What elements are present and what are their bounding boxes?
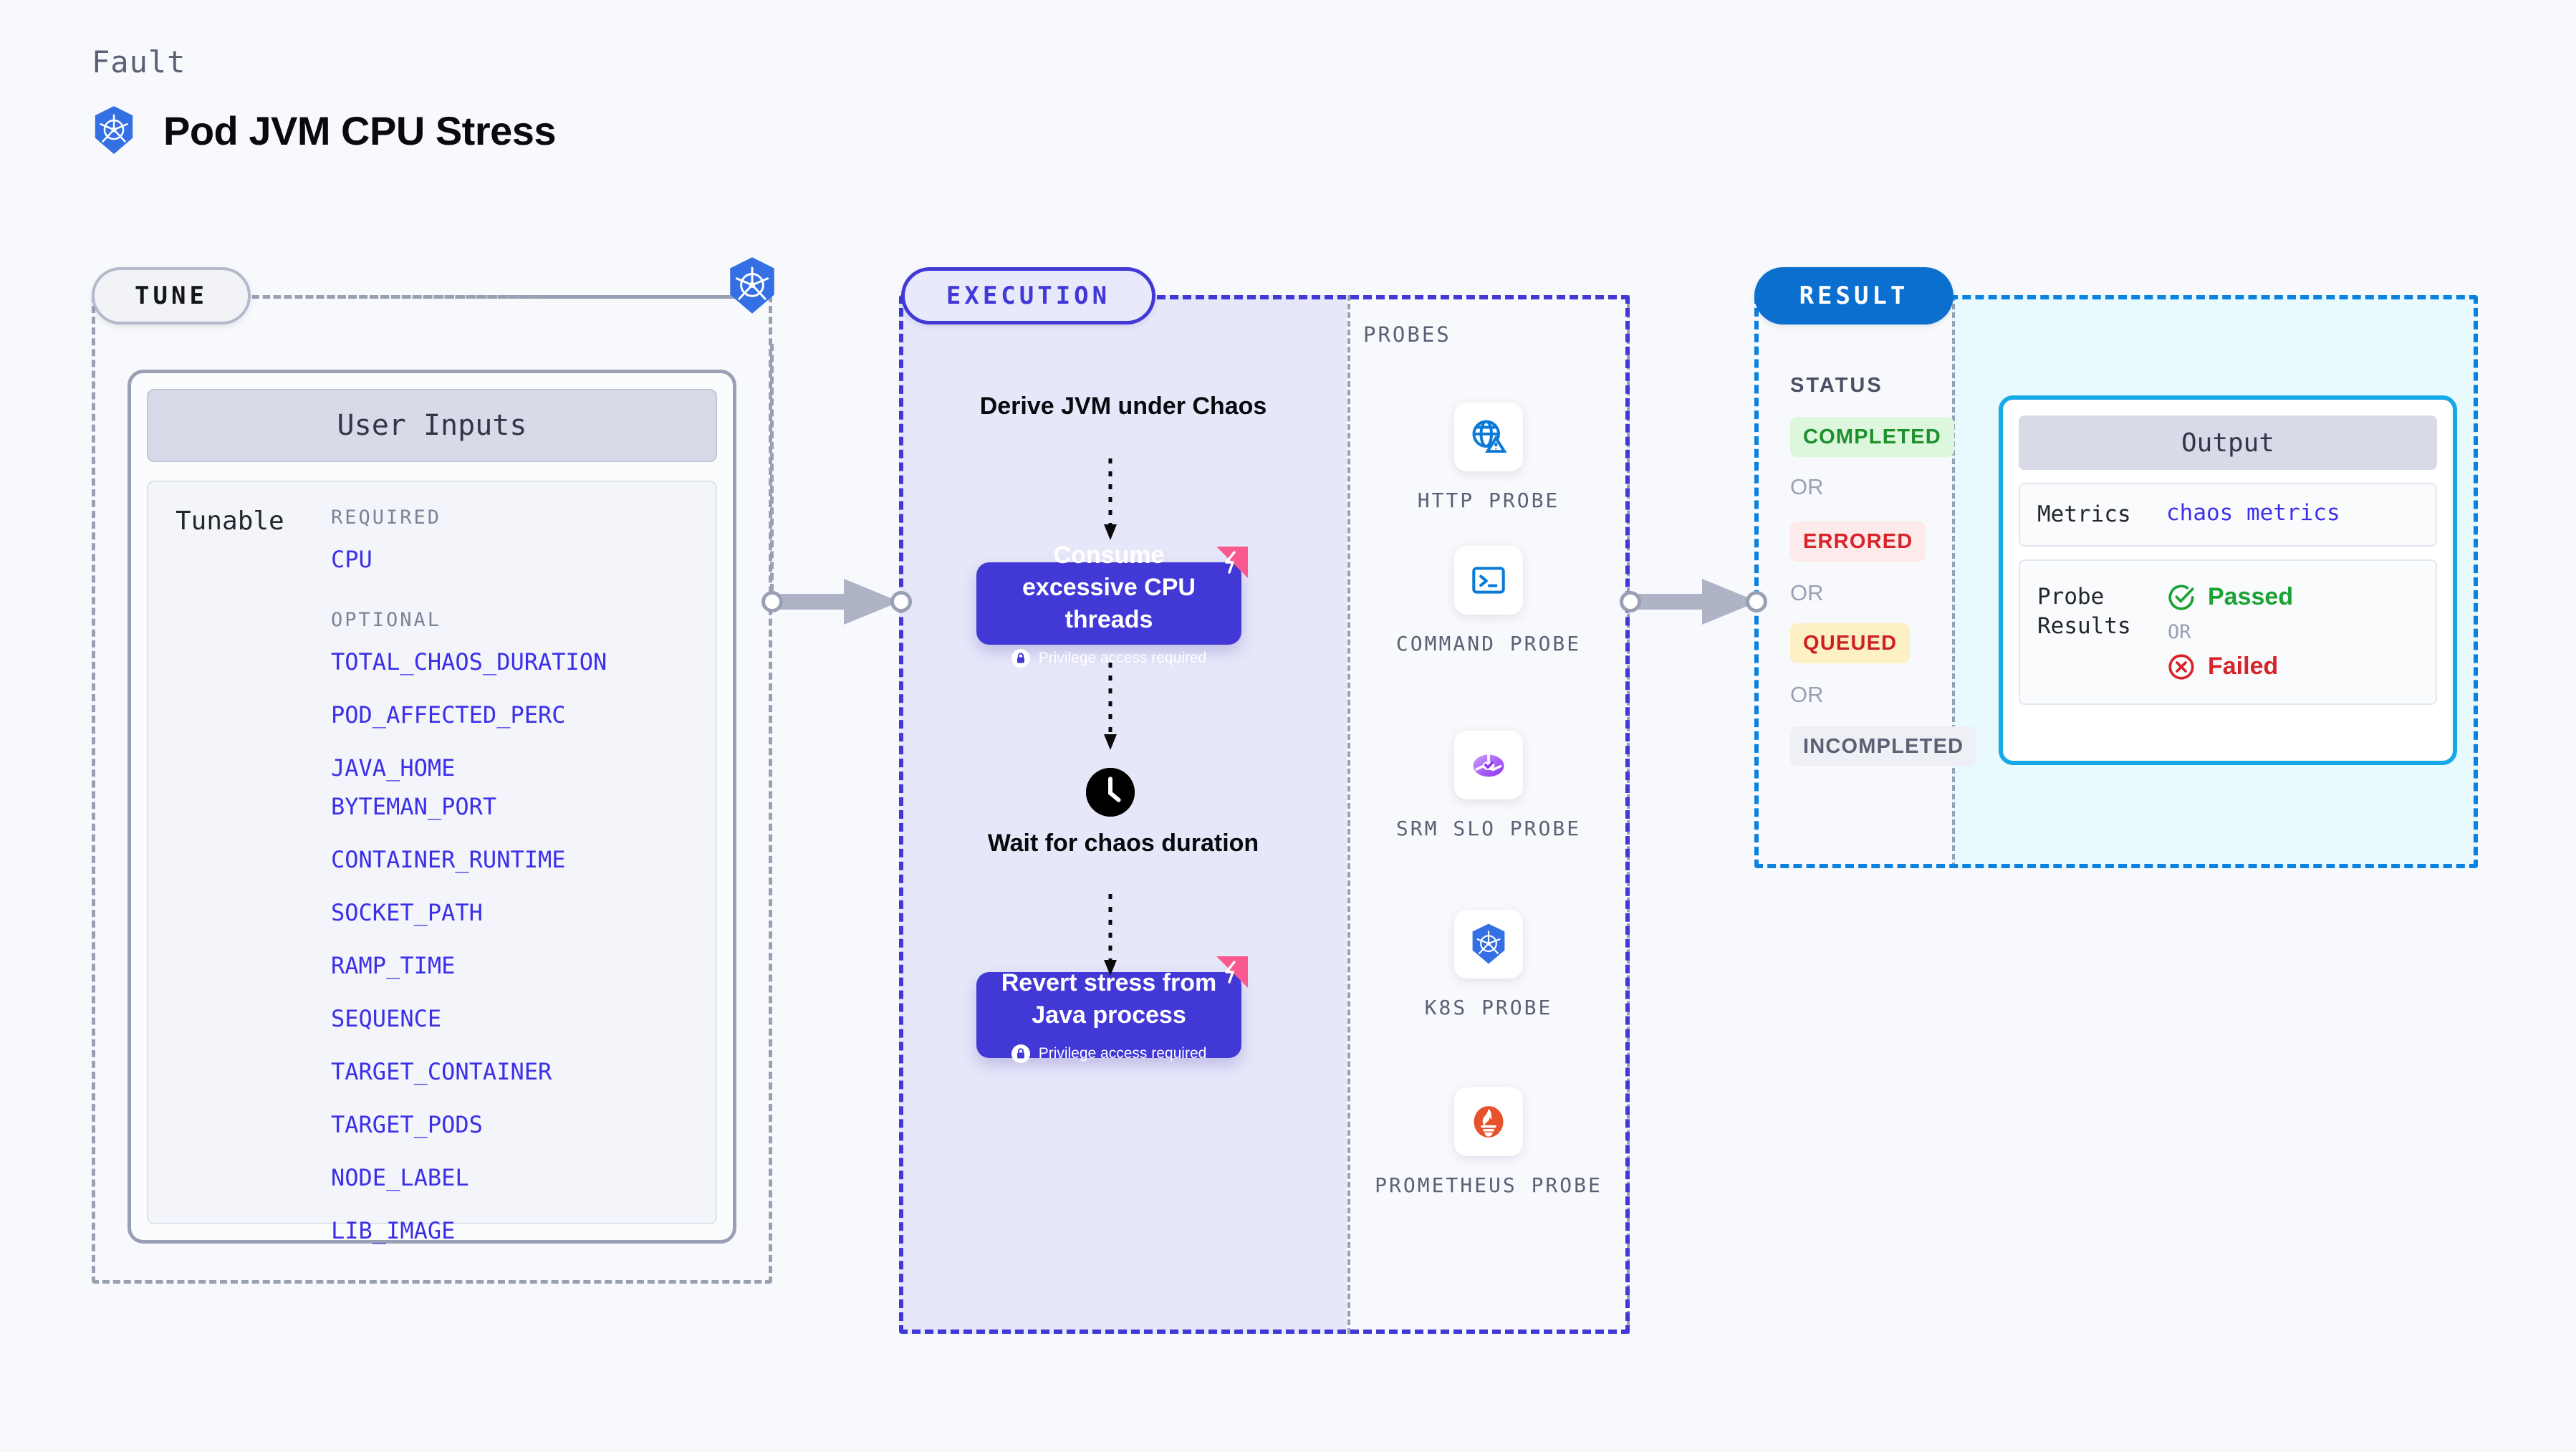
probe-srm-slo[interactable]: SRM SLO PROBE [1347,731,1630,842]
prometheus-icon [1454,1087,1523,1156]
required-group-label: REQUIRED [331,506,442,529]
privilege-label: Privilege access required [1038,1044,1207,1062]
user-inputs-card: User Inputs Tunable REQUIRED CPU OPTIONA… [128,370,736,1244]
probe-http[interactable]: HTTP PROBE [1347,403,1630,514]
kubernetes-icon [92,105,136,155]
slo-donut-icon [1454,731,1523,799]
or-label: OR [2168,620,2191,643]
optional-group-label: OPTIONAL [331,609,442,631]
kubernetes-icon [1454,910,1523,979]
execution-card-revert[interactable]: Revert stress from Java process Privileg… [976,969,1241,1063]
execution-card-title: Consume excessive CPU threads [1022,542,1196,633]
execution-card-consume[interactable]: Consume excessive CPU threads Privilege … [976,542,1241,668]
probe-results-key: Probe Results [2037,583,2131,639]
execution-step-derive: Derive JVM under Chaos [979,393,1267,420]
tunable-item[interactable]: CONTAINER_RUNTIME [331,846,566,873]
status-title: STATUS [1790,374,1883,397]
or-label: OR [1790,682,1824,707]
output-metrics-row: Metrics chaos metrics [2019,483,2437,547]
tunable-item[interactable]: RAMP_TIME [331,952,456,979]
probe-label: COMMAND PROBE [1395,632,1582,655]
tunable-item[interactable]: TARGET_PODS [331,1111,483,1138]
metrics-key: Metrics [2037,501,2131,527]
metrics-value[interactable]: chaos metrics [2166,500,2340,526]
status-badge-incompleted: INCOMPLETED [1790,726,1977,766]
tune-to-execution-arrow [775,579,900,625]
tunable-item[interactable]: CPU [331,546,373,573]
execution-step-wait: Wait for chaos duration [987,830,1259,857]
tunable-item[interactable]: TOTAL_CHAOS_DURATION [331,648,607,675]
flow-arrow-1 [1104,458,1117,540]
probe-results-values: Passed OR Failed [2166,582,2293,682]
execution-container [899,295,1630,1334]
status-badge-queued: QUEUED [1790,623,1911,663]
probe-result-passed: Passed [2166,582,2293,612]
output-title: Output [2019,415,2437,470]
lock-icon [1011,648,1030,668]
lock-icon [1011,1044,1030,1063]
execution-column [899,295,1347,1334]
page-header: Fault Pod JVM CPU Stress [92,44,557,155]
tunable-lists: REQUIRED CPU OPTIONAL TOTAL_CHAOS_DURATI… [331,506,716,1244]
failed-label: Failed [2208,653,2279,681]
check-circle-icon [2168,585,2194,610]
output-probe-results-row: Probe Results Passed OR Faile [2019,559,2437,705]
probe-command[interactable]: COMMAND PROBE [1347,546,1630,658]
probe-result-failed: Failed [2166,652,2293,682]
privilege-note: Privilege access required [1011,1044,1207,1063]
execution-exit-node [1620,591,1641,612]
result-stage-pill[interactable]: RESULT [1754,267,1953,324]
probe-label: K8S PROBE [1424,996,1553,1019]
result-status-column [1754,295,1955,868]
globe-warning-icon [1454,403,1523,471]
passed-label: Passed [2208,583,2294,611]
tunable-item[interactable]: SEQUENCE [331,1005,442,1032]
terminal-icon [1454,546,1523,615]
probe-label: HTTP PROBE [1417,489,1560,512]
tunable-item[interactable]: LIB_IMAGE [331,1217,456,1244]
tune-exit-node [761,591,783,612]
execution-entry-node [890,591,912,612]
status-badge-completed: COMPLETED [1790,417,1954,457]
result-entry-node [1746,591,1767,612]
x-circle-icon [2168,654,2194,680]
tunable-item[interactable]: BYTEMAN_PORT [331,793,497,820]
privilege-note: Privilege access required [1011,648,1207,668]
clock-icon [1086,768,1135,817]
user-inputs-title: User Inputs [147,389,717,462]
flow-badge-icon [1211,542,1252,587]
tune-top-connector [252,295,746,299]
or-label: OR [1790,580,1824,605]
result-container [1754,295,2478,868]
probe-label: SRM SLO PROBE [1395,817,1582,840]
execution-to-result-arrow [1633,579,1758,625]
status-badge-errored: ERRORED [1790,521,1926,562]
probe-k8s[interactable]: K8S PROBE [1347,910,1630,1021]
or-label: OR [1790,474,1824,499]
flow-arrow-2 [1104,663,1117,750]
probe-label: PROMETHEUS PROBE [1375,1173,1602,1197]
tunable-item[interactable]: SOCKET_PATH [331,899,483,926]
k8s-drop-line [770,344,774,591]
tunable-item[interactable]: TARGET_CONTAINER [331,1058,552,1085]
execution-stage-pill[interactable]: EXECUTION [901,267,1155,324]
tunable-item[interactable]: NODE_LABEL [331,1164,469,1191]
probe-prometheus[interactable]: PROMETHEUS PROBE [1347,1087,1630,1199]
tunable-item[interactable]: POD_AFFECTED_PERC [331,701,566,729]
tune-stage-pill[interactable]: TUNE [92,267,251,324]
flow-arrow-3 [1104,894,1117,976]
privilege-label: Privilege access required [1038,649,1207,666]
kubernetes-icon [726,256,779,315]
output-card: Output Metrics chaos metrics Probe Resul… [1999,395,2457,765]
title-row: Pod JVM CPU Stress [92,105,557,155]
flow-badge-icon [1211,952,1252,997]
page-title: Pod JVM CPU Stress [163,107,557,153]
tunable-item[interactable]: JAVA_HOME [331,754,456,782]
tunable-body: Tunable REQUIRED CPU OPTIONAL TOTAL_CHAO… [147,481,717,1244]
probes-title: PROBES [1363,322,1451,347]
fault-kicker: Fault [92,44,186,80]
execution-card-title: Revert stress from Java process [1001,969,1217,1029]
tunable-label: Tunable [176,506,284,536]
